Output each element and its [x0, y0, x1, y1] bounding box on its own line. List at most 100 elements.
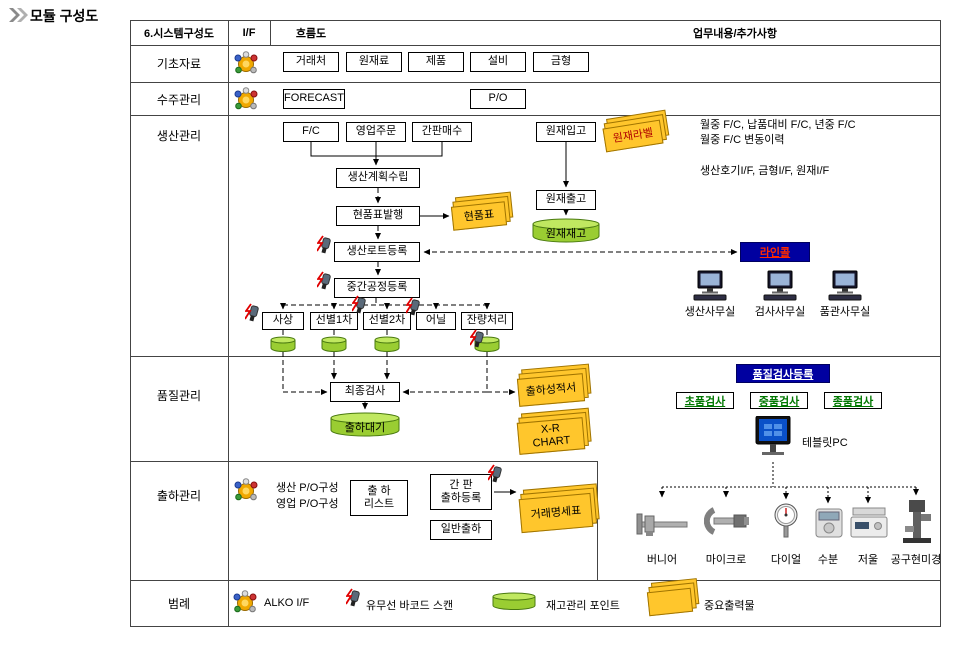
row-label-legend: 범례 [167, 596, 191, 611]
office-label-qc: 품관사무실 [819, 306, 871, 318]
barcode-scanner-icon [345, 588, 362, 608]
stock-point-cylinder [321, 336, 347, 352]
alko-interface-icon [232, 590, 258, 614]
alko-interface-icon [233, 87, 259, 111]
node-last-inspection: 종품검사 [824, 392, 882, 409]
micrometer-icon [703, 506, 750, 538]
node-general-ship: 일반출하 [430, 520, 492, 540]
node-first-inspection: 초품검사 [676, 392, 734, 409]
note-line: 월중 F/C, 납품대비 F/C, 년중 F/C [700, 119, 856, 131]
stock-material: 원재재고 [532, 218, 600, 244]
doc-xr-chart: X-R CHART [516, 417, 586, 455]
node-customer: 거래처 [283, 52, 339, 72]
stock-point-cylinder [374, 336, 400, 352]
chevrons-icon [8, 8, 28, 22]
node-material-out: 원재출고 [536, 190, 596, 210]
alko-interface-icon [233, 478, 259, 502]
legend-scanner-label: 유무선 바코드 스캔 [366, 600, 454, 612]
note-line: 월중 F/C 변동이력 [700, 134, 785, 146]
node-process-remnant: 잔량처리 [461, 312, 513, 330]
row-label-shipping: 출하관리 [156, 488, 202, 503]
row-label-quality: 품질관리 [156, 388, 202, 403]
instrument-label-moisture: 수분 [817, 554, 839, 566]
tablet-pc-icon [748, 415, 798, 462]
shipping-po-line2: 영업 P/O구성 [276, 498, 339, 510]
node-sales-order: 영업주문 [346, 122, 406, 142]
office-label-inspection: 검사사무실 [754, 306, 806, 318]
computer-icon [826, 270, 864, 302]
dial-gauge-icon [772, 502, 800, 540]
stock-ship-wait: 출하대기 [330, 412, 400, 438]
header-system: 6.시스템구성도 [144, 27, 214, 40]
note-interfaces: 생산호기I/F, 금형I/F, 원재I/F [700, 165, 830, 177]
barcode-scanner-icon [316, 271, 333, 291]
legend-doc-label: 중요출력물 [704, 600, 755, 612]
node-line-call: 라인콜 [740, 242, 810, 262]
row-divider [130, 580, 941, 581]
column-divider [228, 20, 229, 627]
barcode-scanner-icon [405, 297, 422, 317]
barcode-scanner-icon [351, 295, 368, 315]
instrument-label-dial: 다이얼 [770, 554, 802, 566]
node-tag-issue: 현품표발행 [336, 206, 420, 226]
table-frame [130, 20, 941, 627]
node-material-in: 원재입고 [536, 122, 596, 142]
node-po: P/O [470, 89, 526, 109]
node-mid-process-register: 중간공정등록 [334, 278, 420, 298]
legend-alko-label: ALKO I/F [264, 597, 310, 609]
doc-invoice: 거래명세표 [518, 492, 594, 534]
node-process-sort1: 선별1차 [310, 312, 358, 330]
barcode-scanner-icon [469, 329, 486, 349]
node-equipment: 설비 [470, 52, 526, 72]
node-kanban-count: 간판매수 [412, 122, 472, 142]
node-process-grinding: 사상 [262, 312, 304, 330]
node-fc: F/C [283, 122, 339, 142]
header-flow: 흐름도 [295, 27, 327, 40]
header-work: 업무내용/추가사항 [692, 27, 777, 40]
node-middle-inspection: 중품검사 [750, 392, 808, 409]
row-label-basic: 기초자료 [156, 56, 202, 71]
node-production-plan: 생산계획수립 [336, 168, 420, 188]
computer-icon [761, 270, 799, 302]
barcode-scanner-icon [487, 464, 504, 484]
computer-icon [691, 270, 729, 302]
stock-point-cylinder [270, 336, 296, 352]
row-label-production: 생산관리 [156, 128, 202, 143]
legend-doc-stack [646, 587, 694, 617]
shipping-po-line1: 생산 P/O구성 [276, 482, 339, 494]
row-divider [130, 461, 597, 462]
note-fc: 월중 F/C, 납품대비 F/C, 년중 F/C 월중 F/C 변동이력 [700, 118, 856, 148]
node-lot-register: 생산로트등록 [334, 242, 420, 262]
node-product: 제품 [408, 52, 464, 72]
barcode-scanner-icon [316, 235, 333, 255]
moisture-meter-icon [814, 506, 844, 540]
office-label-production: 생산사무실 [684, 306, 736, 318]
header-divider [270, 20, 271, 45]
node-forecast: FORECAST [283, 89, 345, 109]
row-divider [130, 115, 941, 116]
node-mold: 금형 [533, 52, 589, 72]
tool-microscope-icon [900, 498, 934, 544]
barcode-scanner-icon [244, 303, 261, 323]
vernier-caliper-icon [636, 512, 688, 538]
row-divider [130, 356, 941, 357]
row-label-order: 수주관리 [156, 92, 202, 107]
instrument-label-microscope: 공구현미경 [890, 554, 942, 566]
node-final-inspection: 최종검사 [330, 382, 400, 402]
row-divider [130, 45, 941, 46]
row-divider [130, 82, 941, 83]
scale-icon [850, 506, 888, 540]
node-raw-material: 원재료 [346, 52, 402, 72]
node-process-sort2: 선별2차 [363, 312, 411, 330]
instrument-label-vernier: 버니어 [646, 554, 678, 566]
stock-ship-wait-label: 출하대기 [344, 421, 386, 434]
node-ship-list: 출 하 리스트 [350, 480, 408, 516]
legend-stock-label: 재고관리 포인트 [546, 600, 620, 612]
shipping-divider [597, 461, 598, 580]
node-process-anneal: 어닐 [416, 312, 456, 330]
stock-material-label: 원재재고 [545, 227, 587, 240]
instrument-label-micrometer: 마이크로 [705, 554, 747, 566]
node-kanban-ship-register: 간 판 출하등록 [430, 474, 492, 510]
instrument-label-scale: 저울 [857, 554, 879, 566]
